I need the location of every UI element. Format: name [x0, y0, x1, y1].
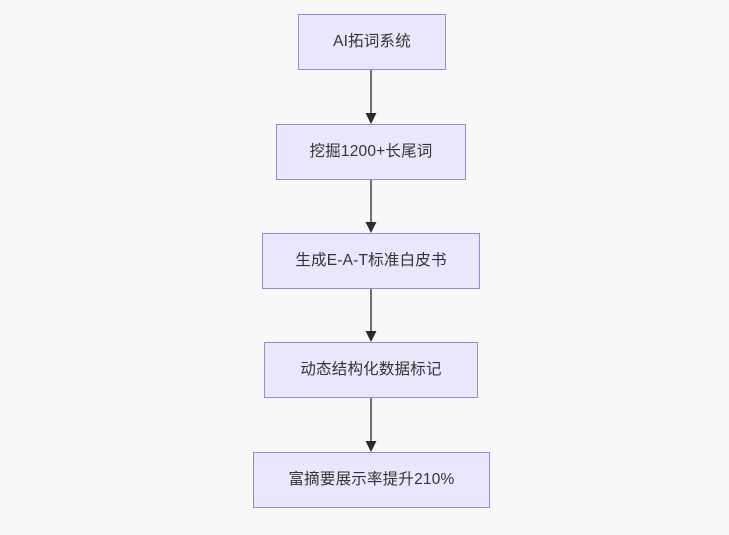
flow-node-label: 挖掘1200+长尾词: [309, 142, 433, 160]
flow-node-label: 富摘要展示率提升210%: [288, 470, 455, 488]
connector-node3-node4: [359, 289, 383, 342]
flow-node-structured-data-markup[interactable]: 动态结构化数据标记: [264, 342, 478, 398]
connector-node4-node5: [359, 398, 383, 452]
flow-node-eat-whitepaper[interactable]: 生成E-A-T标准白皮书: [262, 233, 480, 289]
flow-node-label: 动态结构化数据标记: [300, 360, 442, 378]
flow-node-rich-snippet-result[interactable]: 富摘要展示率提升210%: [253, 452, 490, 508]
connector-node2-node3: [359, 180, 383, 233]
flow-node-ai-keyword-system[interactable]: AI拓词系统: [298, 14, 446, 70]
flow-node-longtail-keywords[interactable]: 挖掘1200+长尾词: [276, 124, 466, 180]
connector-node1-node2: [359, 70, 383, 124]
flow-node-label: 生成E-A-T标准白皮书: [295, 251, 447, 269]
flow-node-label: AI拓词系统: [333, 32, 411, 50]
